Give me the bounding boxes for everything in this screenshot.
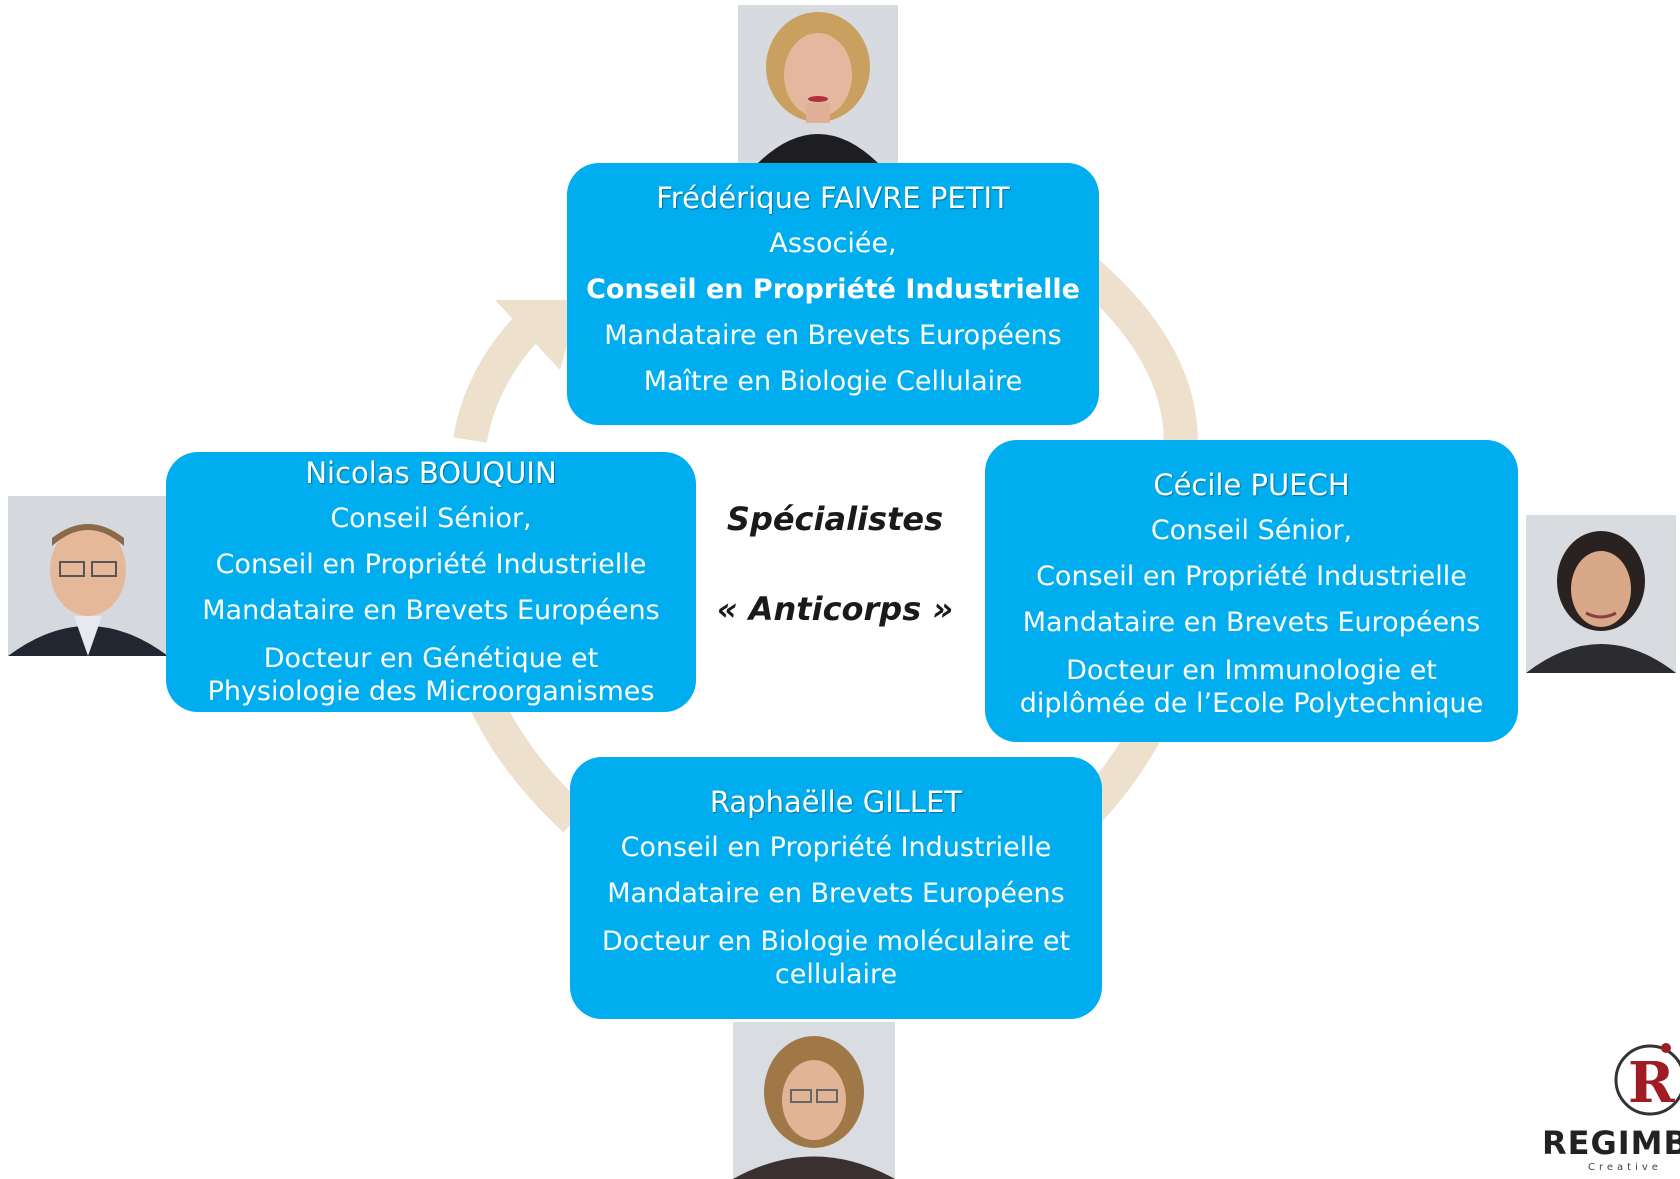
role-line: Mandataire en Brevets Européens xyxy=(1022,607,1481,638)
company-logo: R xyxy=(1600,1040,1680,1179)
photo-raphaelle xyxy=(733,1022,895,1179)
role-line: Conseil en Propriété Industrielle xyxy=(586,274,1080,305)
role-line: Mandataire en Brevets Européens xyxy=(604,320,1062,351)
role-line: Docteur en Génétique et Physiologie des … xyxy=(207,643,655,707)
role-line: Conseil Sénior, xyxy=(330,503,532,534)
role-line: Docteur en Biologie moléculaire et cellu… xyxy=(601,926,1071,990)
person-name: Cécile PUECH xyxy=(1153,468,1350,502)
card-frederique: Frédérique FAIVRE PETIT Associée, Consei… xyxy=(567,163,1099,425)
person-name: Frédérique FAIVRE PETIT xyxy=(656,181,1010,215)
photo-nicolas xyxy=(8,496,168,656)
photo-frederique xyxy=(738,5,898,163)
card-cecile: Cécile PUECH Conseil Sénior, Conseil en … xyxy=(985,440,1518,742)
logo-sub: Creative xyxy=(1588,1162,1662,1173)
role-line: Docteur en Immunologie et diplômée de l’… xyxy=(1019,655,1484,719)
card-raphaelle: Raphaëlle GILLET Conseil en Propriété In… xyxy=(570,757,1102,1019)
role-line: Conseil en Propriété Industrielle xyxy=(1036,561,1467,592)
person-name: Nicolas BOUQUIN xyxy=(305,456,557,490)
role-line: Maître en Biologie Cellulaire xyxy=(643,366,1023,397)
role-line: Conseil Sénior, xyxy=(1150,515,1353,546)
role-line: Mandataire en Brevets Européens xyxy=(202,595,660,626)
center-title: Spécialistes xyxy=(726,500,944,538)
logo-r-icon: R xyxy=(1614,1043,1680,1116)
role-line: Associée, xyxy=(769,228,897,259)
card-nicolas: Nicolas BOUQUIN Conseil Sénior, Conseil … xyxy=(166,452,696,712)
role-line: Conseil en Propriété Industrielle xyxy=(215,549,647,580)
cycle-arrowhead xyxy=(495,300,580,370)
person-name: Raphaëlle GILLET xyxy=(709,785,963,819)
role-line: Conseil en Propriété Industrielle xyxy=(620,832,1052,863)
role-line: Mandataire en Brevets Européens xyxy=(607,878,1065,909)
svg-text:R: R xyxy=(1628,1050,1675,1116)
logo-word: REGIMB xyxy=(1542,1124,1680,1162)
center-subtitle: « Anticorps » xyxy=(716,590,954,628)
photo-cecile xyxy=(1526,515,1676,673)
